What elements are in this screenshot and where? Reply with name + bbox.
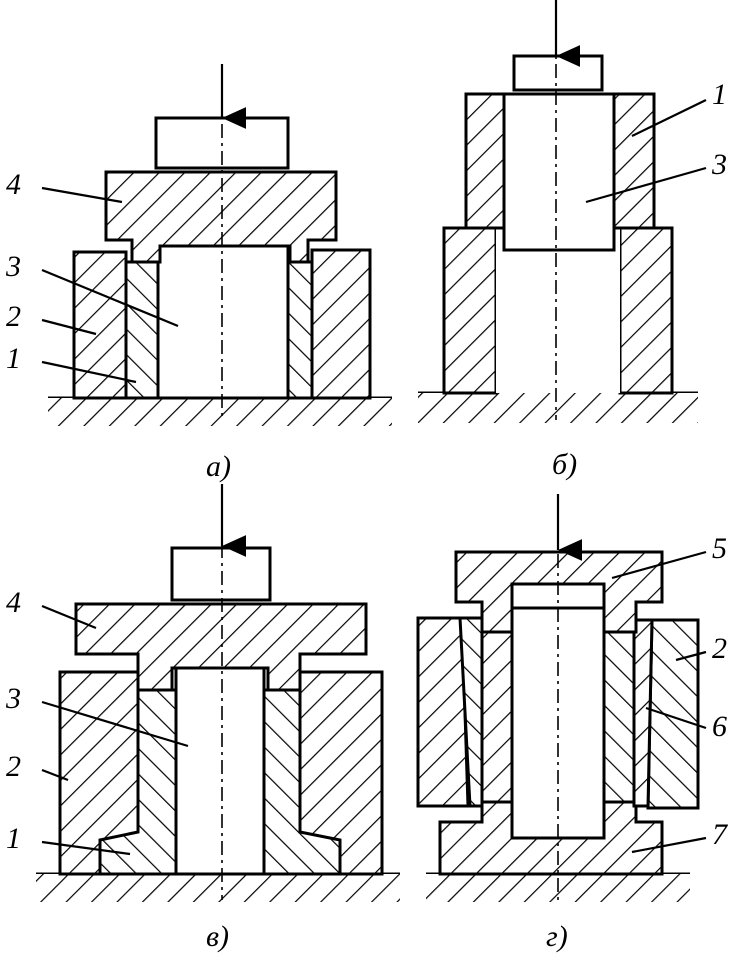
- inner-sleeve-a-right: [286, 260, 314, 400]
- panel-g: [416, 494, 700, 902]
- label-a-1: 1: [6, 342, 21, 375]
- labels: 4 3 2 1 1 3 4 3 2 1 5 2 6 7: [5, 78, 729, 855]
- caption-v: в): [206, 920, 229, 953]
- base-plate-a: [48, 396, 392, 426]
- ram-v: [170, 546, 272, 602]
- base-plate-b: [418, 391, 698, 423]
- wedge-g-left: [458, 616, 486, 808]
- bore-b: [496, 228, 620, 393]
- split-die-g-left: [416, 616, 470, 808]
- caption-b: б): [552, 448, 577, 481]
- label-b-3: 3: [711, 148, 727, 181]
- leaders: [41, 99, 707, 856]
- outer-ring-a-right: [310, 248, 372, 400]
- inner-sleeve-a-left: [124, 260, 160, 400]
- workpiece-b: [502, 92, 616, 252]
- inner-sleeve-g-right: [602, 630, 636, 804]
- die-b-right: [618, 226, 674, 395]
- label-a-3: 3: [5, 250, 21, 283]
- inner-sleeve-g-left: [480, 630, 514, 804]
- sleeve-b-left: [464, 92, 508, 230]
- base-plate-v: [36, 872, 400, 902]
- label-a-2: 2: [6, 300, 21, 333]
- caption-g: г): [546, 920, 568, 953]
- label-g-2: 2: [712, 632, 727, 665]
- label-g-5: 5: [712, 532, 727, 565]
- sleeve-b-right: [610, 92, 656, 230]
- label-g-7: 7: [712, 818, 729, 851]
- workpiece-v: [174, 662, 266, 876]
- panel-a: [48, 64, 392, 426]
- panel-b: [418, 0, 698, 423]
- workpiece-a: [156, 240, 290, 400]
- label-a-4: 4: [6, 168, 21, 201]
- ram-b: [512, 54, 604, 92]
- die-b-left: [442, 226, 498, 395]
- punch-v: [74, 602, 368, 692]
- split-die-g-right: [646, 618, 700, 810]
- punch-a: [104, 170, 338, 264]
- captions: а) б) в) г): [206, 448, 577, 953]
- label-v-3: 3: [5, 682, 21, 715]
- label-v-1: 1: [6, 822, 21, 855]
- label-g-6: 6: [712, 710, 727, 743]
- label-v-4: 4: [6, 586, 21, 619]
- punch-5: [454, 550, 664, 634]
- panel-v: [36, 484, 400, 902]
- outer-ring-a-left: [72, 250, 128, 400]
- label-b-1: 1: [712, 78, 727, 111]
- label-v-2: 2: [6, 750, 21, 783]
- caption-a: а): [206, 450, 231, 483]
